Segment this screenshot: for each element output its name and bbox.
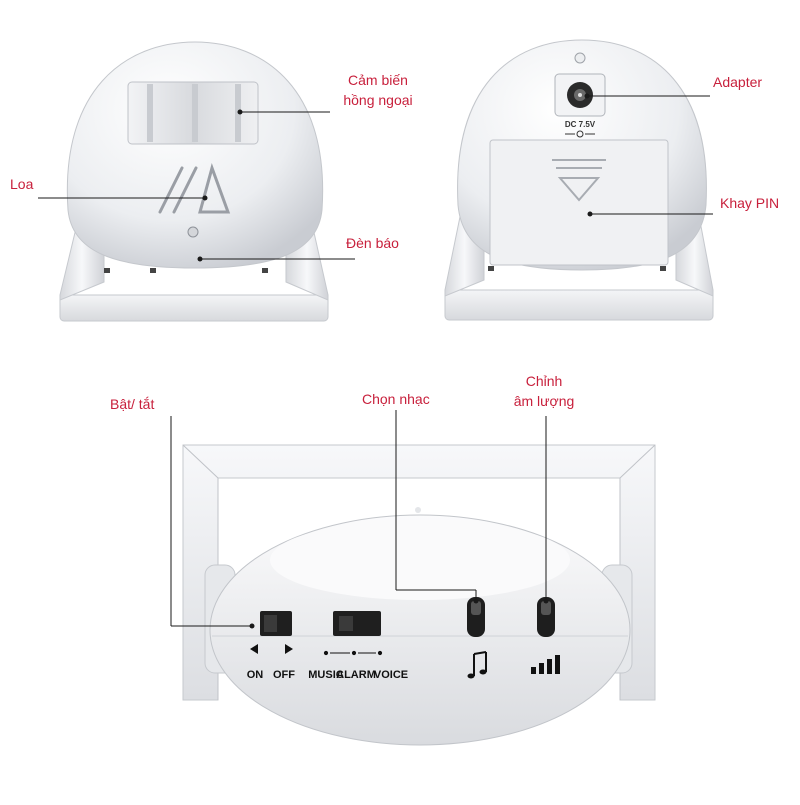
leader-lines [38,95,713,627]
bottom-view-device: ON OFF MUSIC ALARM VOICE [182,444,656,746]
mode-dots [323,650,383,656]
callout-volume-line1: Chỉnh [525,373,563,389]
callout-adapter: Adapter [713,74,763,90]
indicator-led [187,226,199,238]
battery-arrow-icon [552,159,606,202]
callout-infrared-sensor-line1: Cảm biến [348,72,408,88]
speaker-slots [158,163,231,214]
callout-battery-tray: Khay PIN [720,195,780,211]
front-view-device [59,41,329,322]
switch-on-label: ON [247,669,264,681]
callout-indicator-light: Đèn báo [346,235,399,251]
callout-music-select: Chọn nhạc [362,391,430,407]
play-right-icon [285,644,293,654]
back-view-device: DC 7.5V [444,39,714,321]
mode-alarm-label: ALARM [336,669,376,681]
dc-rating-label: DC 7.5V [565,120,596,129]
leader-dots [197,93,593,629]
callout-infrared-sensor-line2: hồng ngoại [343,92,413,108]
callout-volume-line2: âm lượng [513,393,575,409]
callout-speaker: Loa [10,176,34,192]
callout-power-switch: Bật/ tắt [110,396,155,412]
mode-music-label: MUSIC [308,669,344,681]
switch-off-label: OFF [273,669,295,681]
battery-tray-cover [489,139,669,266]
callout-infrared-sensor: Cảm biến hồng ngoại [318,70,438,110]
dc-polarity-icon [565,130,595,138]
mode-voice-label: VOICE [374,669,408,681]
volume-bars-icon [531,655,560,674]
music-note-icon [473,651,487,676]
play-left-icon [250,644,258,654]
callout-volume: Chỉnh âm lượng [494,371,594,411]
